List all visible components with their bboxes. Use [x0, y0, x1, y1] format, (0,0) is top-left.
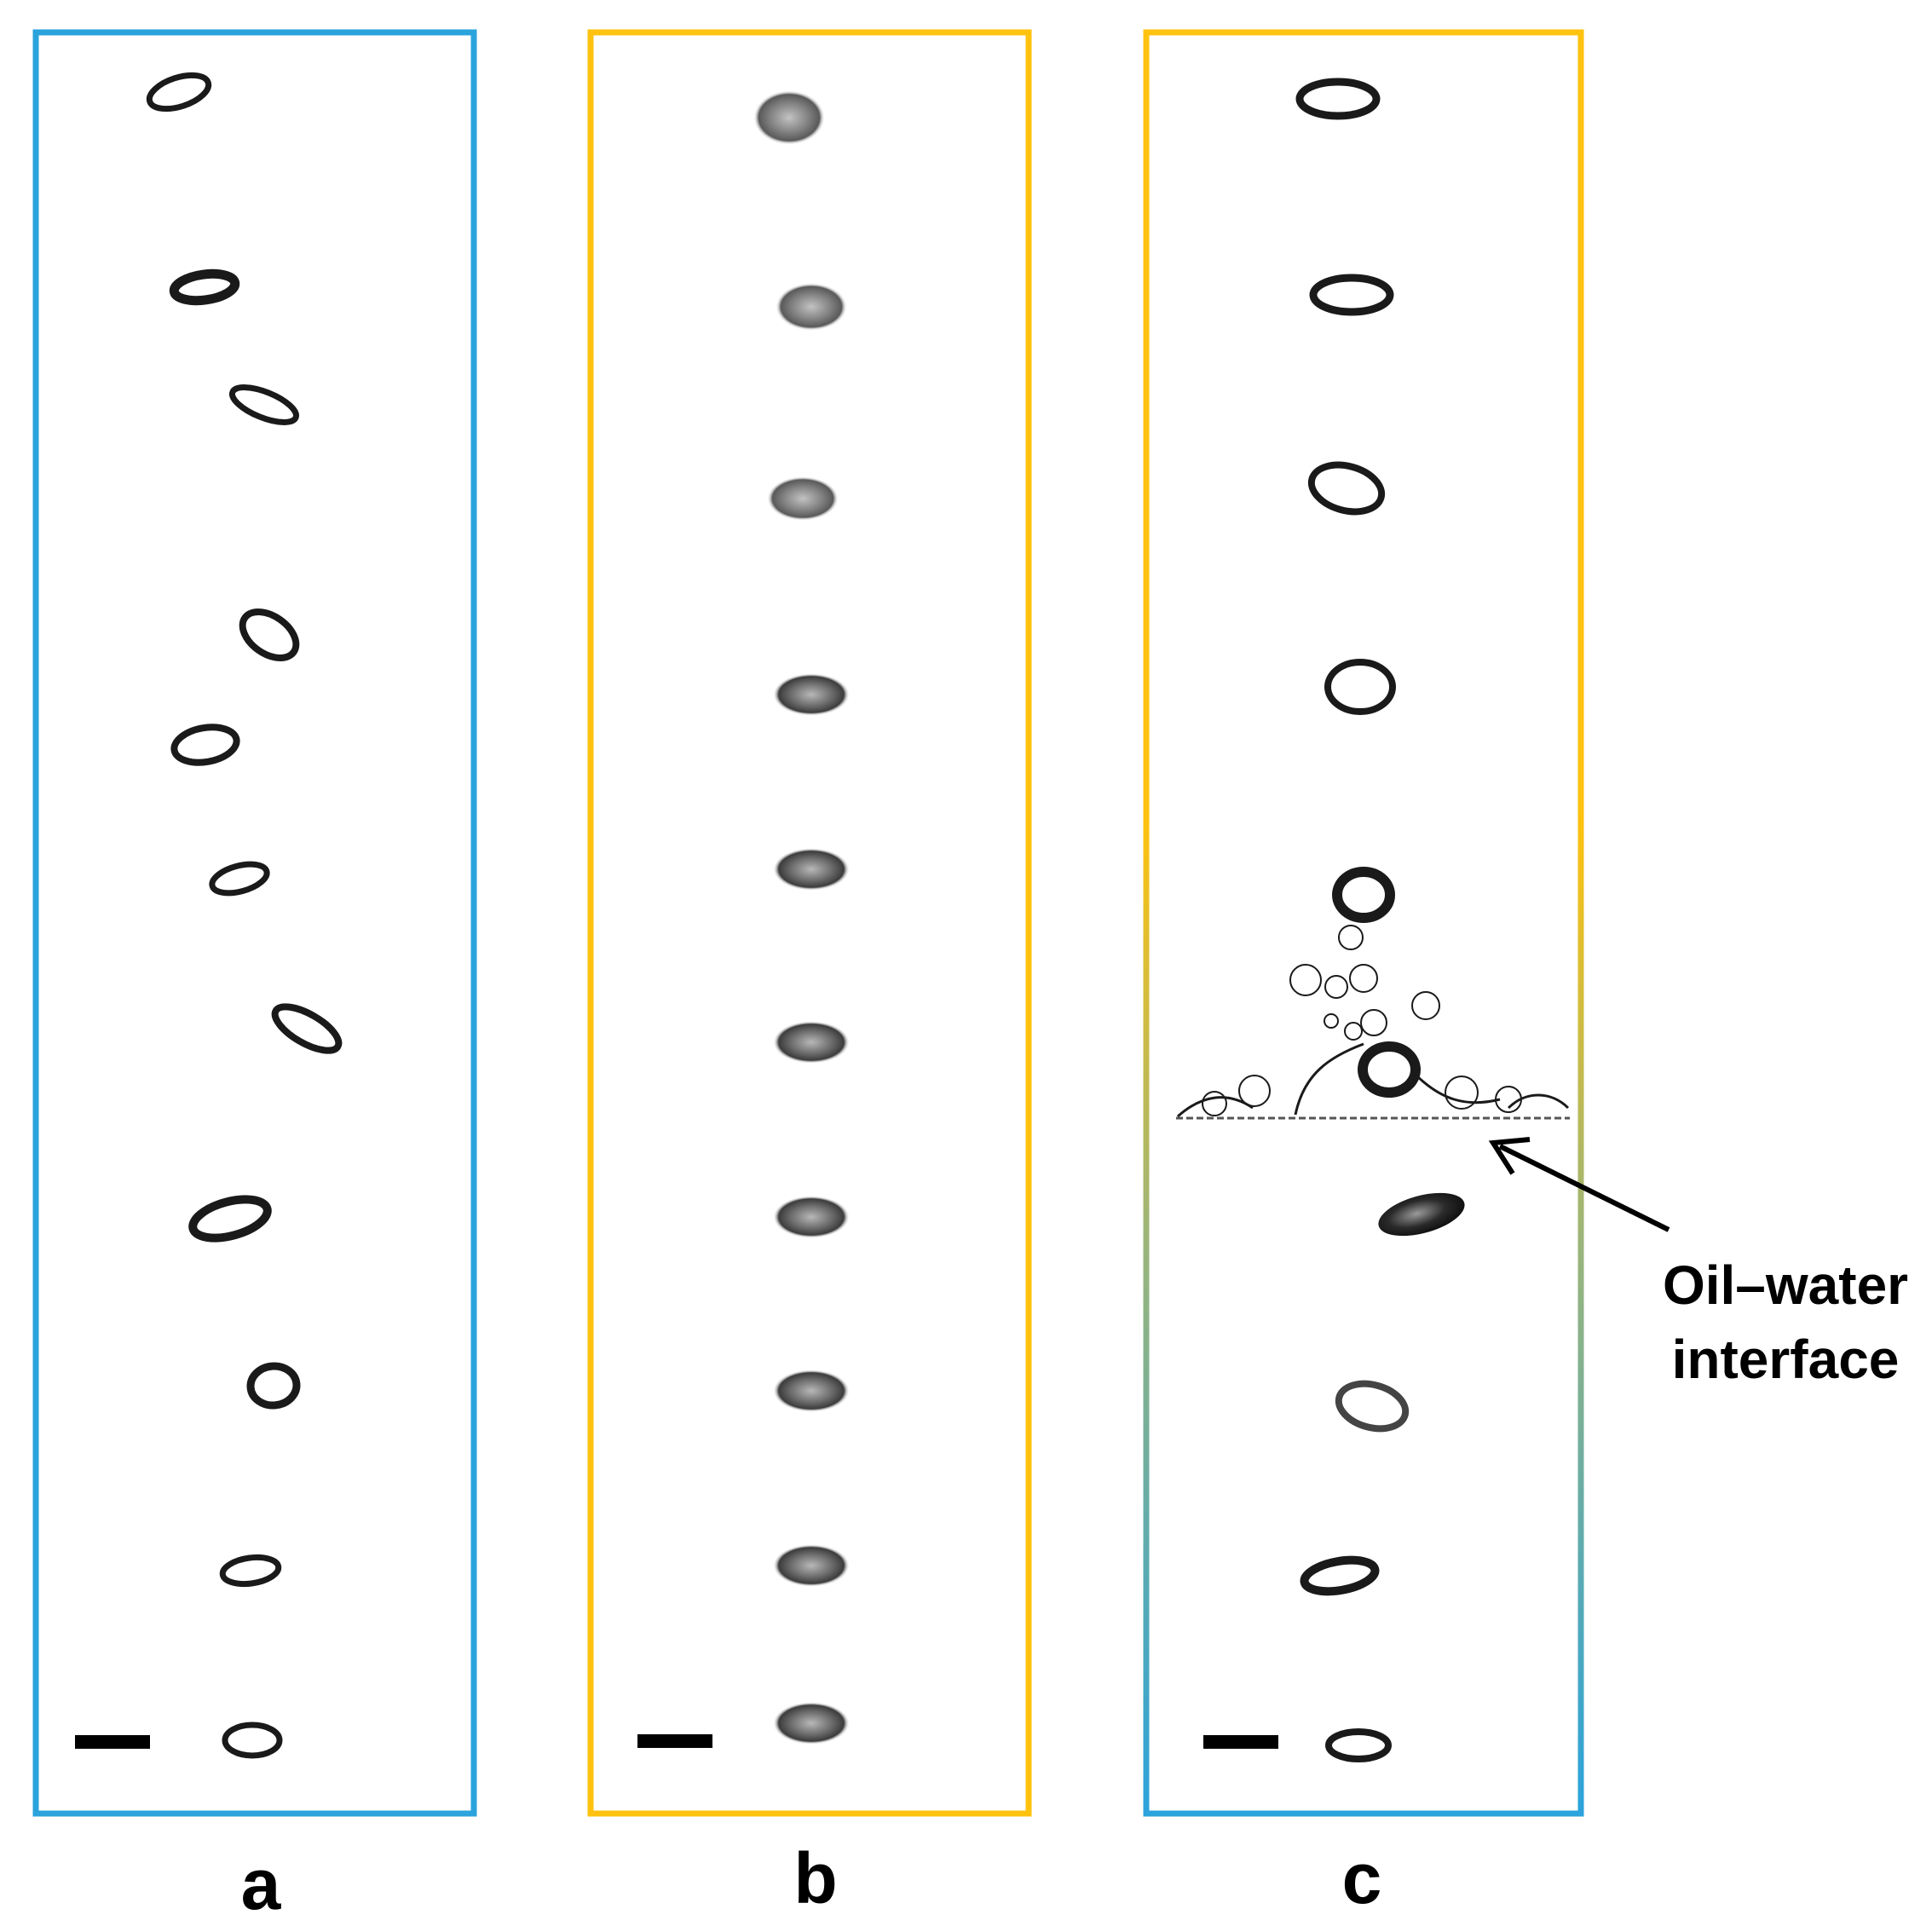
bubble [271, 1003, 343, 1054]
small-bubble [1360, 1009, 1387, 1036]
bubble [773, 848, 850, 891]
bubble [1309, 274, 1394, 316]
bubble [773, 1021, 850, 1064]
small-bubble [1411, 991, 1440, 1020]
bubble [170, 724, 240, 766]
bubble [228, 384, 300, 425]
panel-c-scale-bar [1203, 1735, 1278, 1749]
oil-water-annotation: Oil–water interface [1488, 1137, 1908, 1390]
panel-c: c [1143, 29, 1584, 1918]
bubble [1325, 1728, 1392, 1762]
interface-bubble [1238, 1075, 1271, 1107]
interface-bubble [1495, 1086, 1522, 1113]
bubble [1358, 1041, 1421, 1098]
interface-bubble [1202, 1091, 1227, 1116]
bubble [169, 268, 240, 306]
bubble [1332, 867, 1395, 923]
small-bubble [1324, 975, 1348, 999]
bubble [1335, 1380, 1410, 1433]
droplet [1378, 1192, 1465, 1237]
bubble [222, 1721, 283, 1759]
panel-b: b [587, 29, 1032, 1918]
interface-film [1177, 1042, 1570, 1118]
bubble [776, 283, 847, 331]
panel-b-border [587, 29, 1032, 1817]
bubble [773, 1544, 850, 1587]
bubble [767, 476, 839, 521]
interface-bubble [1445, 1076, 1479, 1110]
bubble [219, 1554, 282, 1588]
small-bubble [1344, 1022, 1363, 1041]
panel-a-bubbles [146, 72, 343, 1759]
bubble [1300, 1555, 1380, 1596]
panel-b-bubbles [753, 90, 850, 1745]
panel-c-border [1143, 29, 1584, 1817]
small-bubble [1324, 1013, 1339, 1029]
bubble [773, 673, 850, 716]
bubble [1324, 659, 1396, 715]
bubble [239, 608, 300, 661]
panel-c-label: c [1342, 1838, 1382, 1918]
annotation-line2: interface [1672, 1329, 1900, 1390]
small-bubble [1349, 964, 1378, 993]
small-bubble [1338, 925, 1364, 950]
panel-c-bubbles [1176, 78, 1570, 1762]
panel-a-border [32, 29, 477, 1817]
panel-a-scale-bar [75, 1735, 150, 1749]
annotation-arrow-line [1498, 1144, 1670, 1232]
bubble [246, 1362, 301, 1410]
bubble [753, 90, 825, 145]
bubble [773, 1196, 850, 1238]
bubble [1295, 78, 1381, 120]
bubble [1307, 461, 1386, 516]
bubble [773, 1702, 850, 1745]
bubble [146, 72, 212, 112]
panel-b-label: b [793, 1838, 837, 1918]
small-bubble [1289, 964, 1322, 996]
bubble [773, 1370, 850, 1412]
annotation-arrow-head [1488, 1137, 1531, 1175]
annotation-line1: Oil–water [1663, 1254, 1908, 1316]
bubble [209, 861, 270, 897]
panel-a: a [32, 29, 477, 1924]
panel-a-label: a [241, 1844, 282, 1924]
panel-b-scale-bar [637, 1734, 712, 1748]
bubble [188, 1195, 272, 1243]
